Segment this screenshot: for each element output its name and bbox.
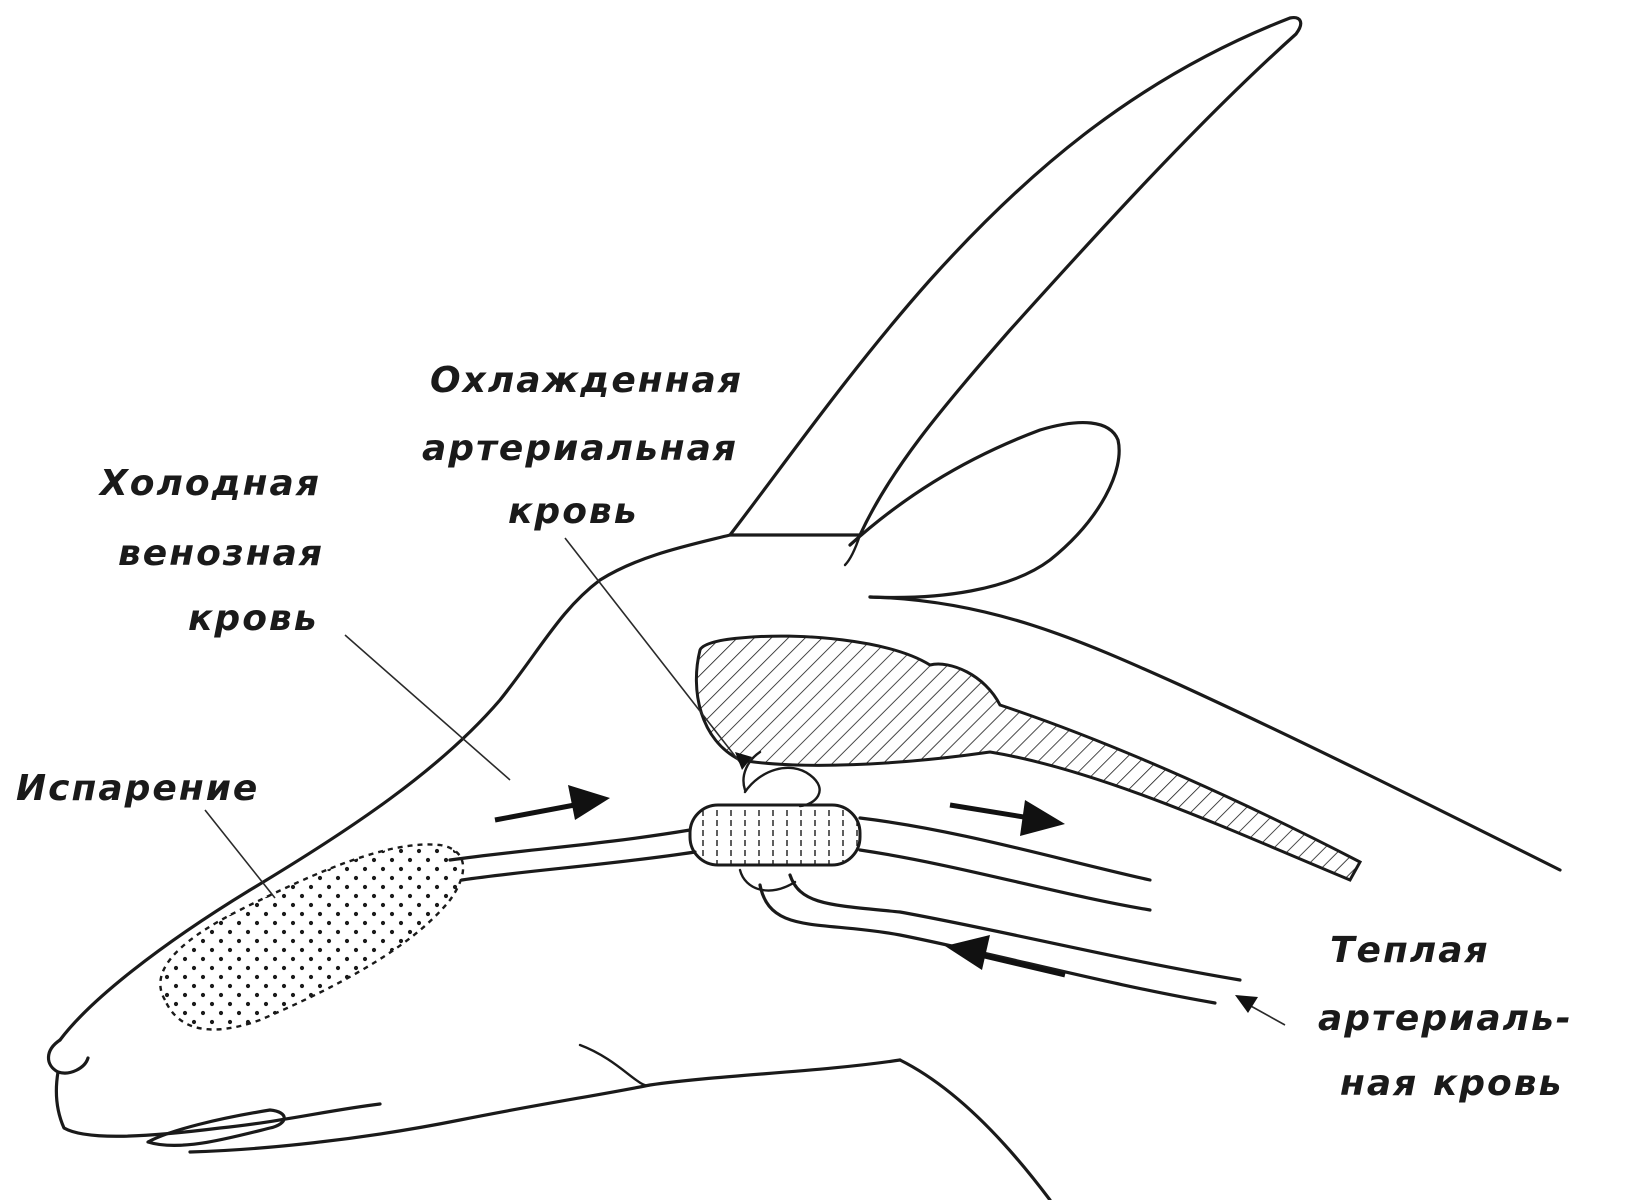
label-warm-arterial-blood: Теплая артериаль- ная кровь (1318, 930, 1573, 1104)
label-cooled-line-1: Охлажденная (430, 360, 743, 401)
ear (850, 423, 1119, 598)
label-warm-line-1: Теплая (1330, 930, 1490, 971)
label-cooled-line-2: артериальная (422, 428, 738, 469)
label-cold-line-1: Холодная (98, 463, 321, 504)
nasal-evaporation-area (160, 844, 463, 1029)
blood-vessels (450, 752, 1240, 1003)
label-cooled-arterial-blood: Охлажденная артериальная кровь (422, 360, 743, 532)
label-cold-line-3: кровь (188, 598, 318, 639)
arrow-venous-out (950, 800, 1065, 836)
horn (730, 18, 1301, 565)
label-cooled-line-3: кровь (508, 491, 638, 532)
label-warm-line-2: артериаль- (1318, 998, 1573, 1039)
label-cold-venous-blood: Холодная венозная кровь (98, 463, 324, 639)
label-cold-line-2: венозная (118, 533, 324, 574)
arrow-venous-in (495, 785, 610, 820)
label-warm-line-3: ная кровь (1340, 1063, 1563, 1104)
label-evaporation-text: Испарение (16, 768, 259, 809)
label-evaporation: Испарение (16, 768, 259, 809)
